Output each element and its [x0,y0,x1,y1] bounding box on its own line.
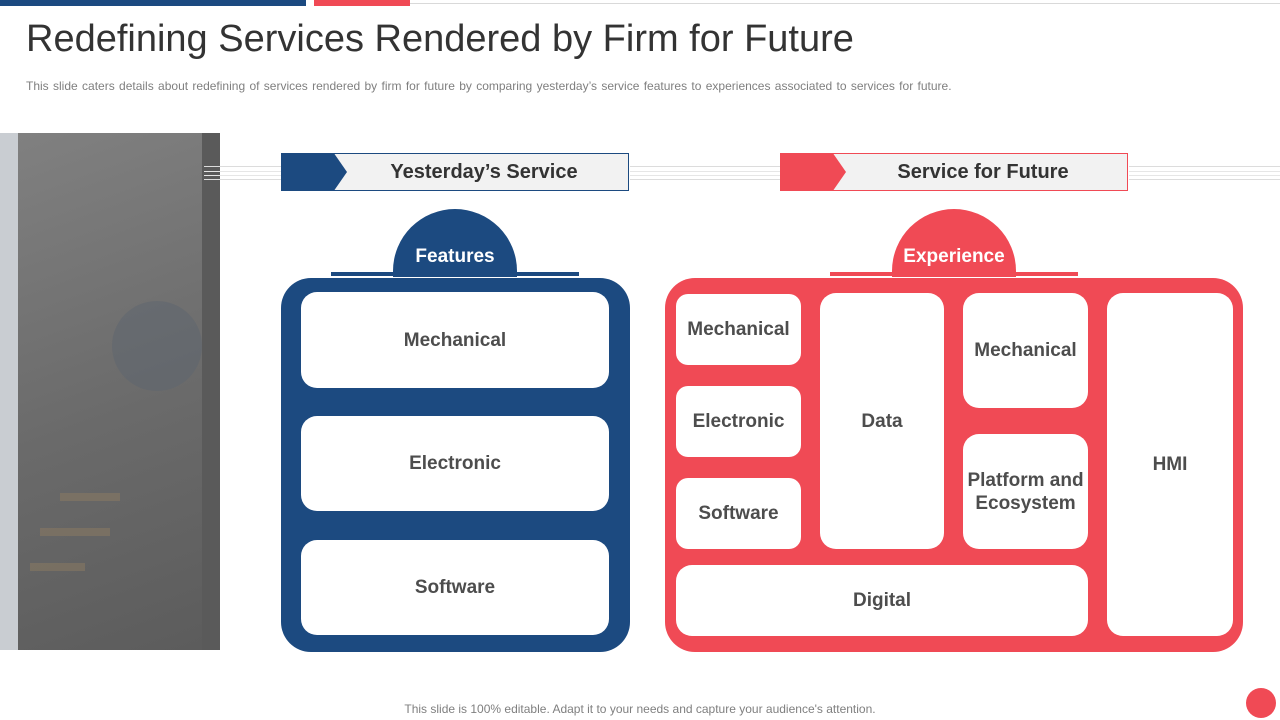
experience-dome[interactable]: Experience [892,209,1016,277]
experience-mechanical[interactable]: Mechanical [963,293,1088,408]
experience-underline [830,272,1078,276]
experience-electronic[interactable]: Electronic [676,386,801,457]
experience-software[interactable]: Software [676,478,801,549]
features-dome[interactable]: Features [393,209,517,277]
decorative-lines [204,166,281,180]
decorative-lines [630,166,780,180]
experience-platform-ecosystem[interactable]: Platform and Ecosystem [963,434,1088,549]
corner-dot-icon [1246,688,1276,718]
experience-data[interactable]: Data [820,293,944,549]
yesterday-service-header[interactable]: Yesterday’s Service [281,153,629,191]
top-accent-red [314,0,410,6]
photo-pie-shape [112,301,202,391]
top-accent-navy [0,0,306,6]
future-service-header[interactable]: Service for Future [780,153,1128,191]
slide-footer[interactable]: This slide is 100% editable. Adapt it to… [404,702,876,716]
header-label: Yesterday’s Service [390,161,578,183]
feature-software[interactable]: Software [301,540,609,635]
feature-electronic[interactable]: Electronic [301,416,609,511]
slide-title[interactable]: Redefining Services Rendered by Firm for… [26,18,854,60]
slide-subtitle[interactable]: This slide caters details about redefini… [26,79,952,93]
experience-digital[interactable]: Digital [676,565,1088,636]
header-label: Service for Future [897,161,1069,183]
experience-hmi[interactable]: HMI [1107,293,1233,636]
top-accent-line [410,3,1280,4]
experience-container: Mechanical Electronic Software Data Mech… [665,278,1243,652]
decorative-lines [1129,166,1280,180]
features-container: Mechanical Electronic Software [281,278,630,652]
decorative-photo [0,133,220,650]
experience-mechanical-small[interactable]: Mechanical [676,294,801,365]
feature-mechanical[interactable]: Mechanical [301,292,609,388]
arrow-icon [281,153,347,191]
features-underline [331,272,579,276]
arrow-icon [780,153,846,191]
